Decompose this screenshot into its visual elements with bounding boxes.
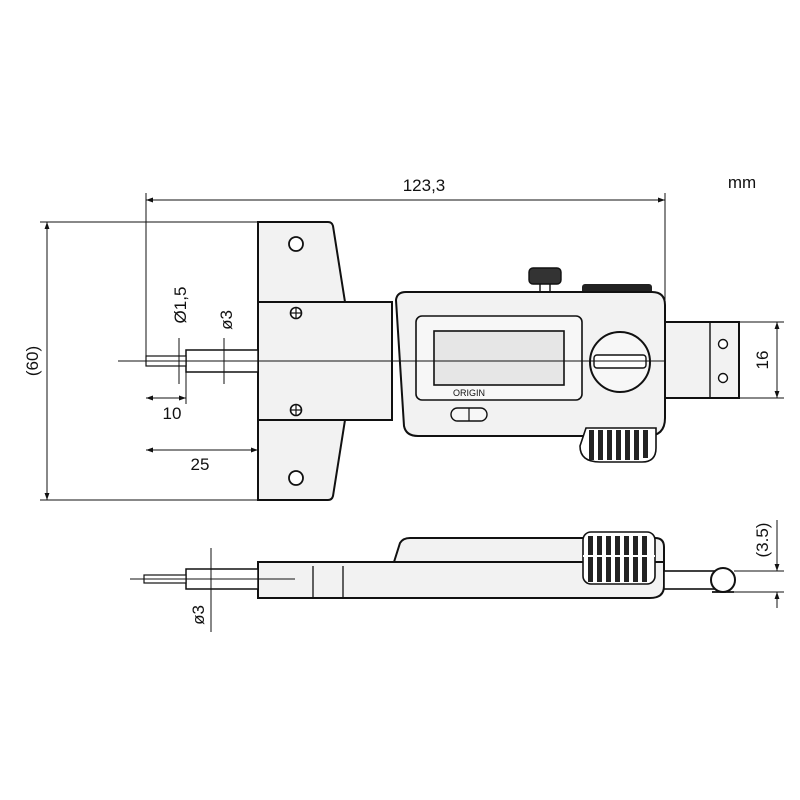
unit-label: mm — [728, 173, 756, 192]
thumb-wheel — [579, 427, 657, 463]
side-rear-head — [663, 570, 717, 590]
rear-screw-bottom — [717, 372, 729, 384]
rear-screw-top — [717, 338, 729, 350]
dimension-lines: 123,3 mm (60) Ø1,5 ø3 10 25 16 — [23, 173, 784, 501]
top-knob — [528, 267, 562, 285]
height-label: (60) — [23, 346, 42, 376]
overall-length-label: 123,3 — [403, 176, 446, 195]
screw-upper — [289, 306, 303, 320]
rear-head — [664, 321, 740, 399]
front-view: ORIGIN — [118, 221, 740, 501]
tip-length-label: 10 — [163, 404, 182, 423]
battery-cap-slot — [593, 354, 647, 369]
mounting-hole-top — [288, 236, 304, 252]
origin-label: ORIGIN — [453, 388, 485, 398]
side-dimension-lines: ø3 (3.5) — [189, 520, 784, 632]
side-shank-diameter-label: ø3 — [189, 605, 208, 625]
rod-diameter-label: Ø1,5 — [171, 287, 190, 324]
screw-lower — [289, 403, 303, 417]
side-view — [130, 531, 736, 599]
mounting-hole-bottom — [288, 470, 304, 486]
head-width-label: 16 — [753, 351, 772, 370]
side-height-label: (3.5) — [753, 523, 772, 558]
shank-diameter-label: ø3 — [217, 310, 236, 330]
side-thumb-wheel — [582, 531, 656, 585]
lcd-screen — [433, 330, 565, 386]
base-length-label: 25 — [191, 455, 210, 474]
side-roller — [710, 567, 736, 593]
